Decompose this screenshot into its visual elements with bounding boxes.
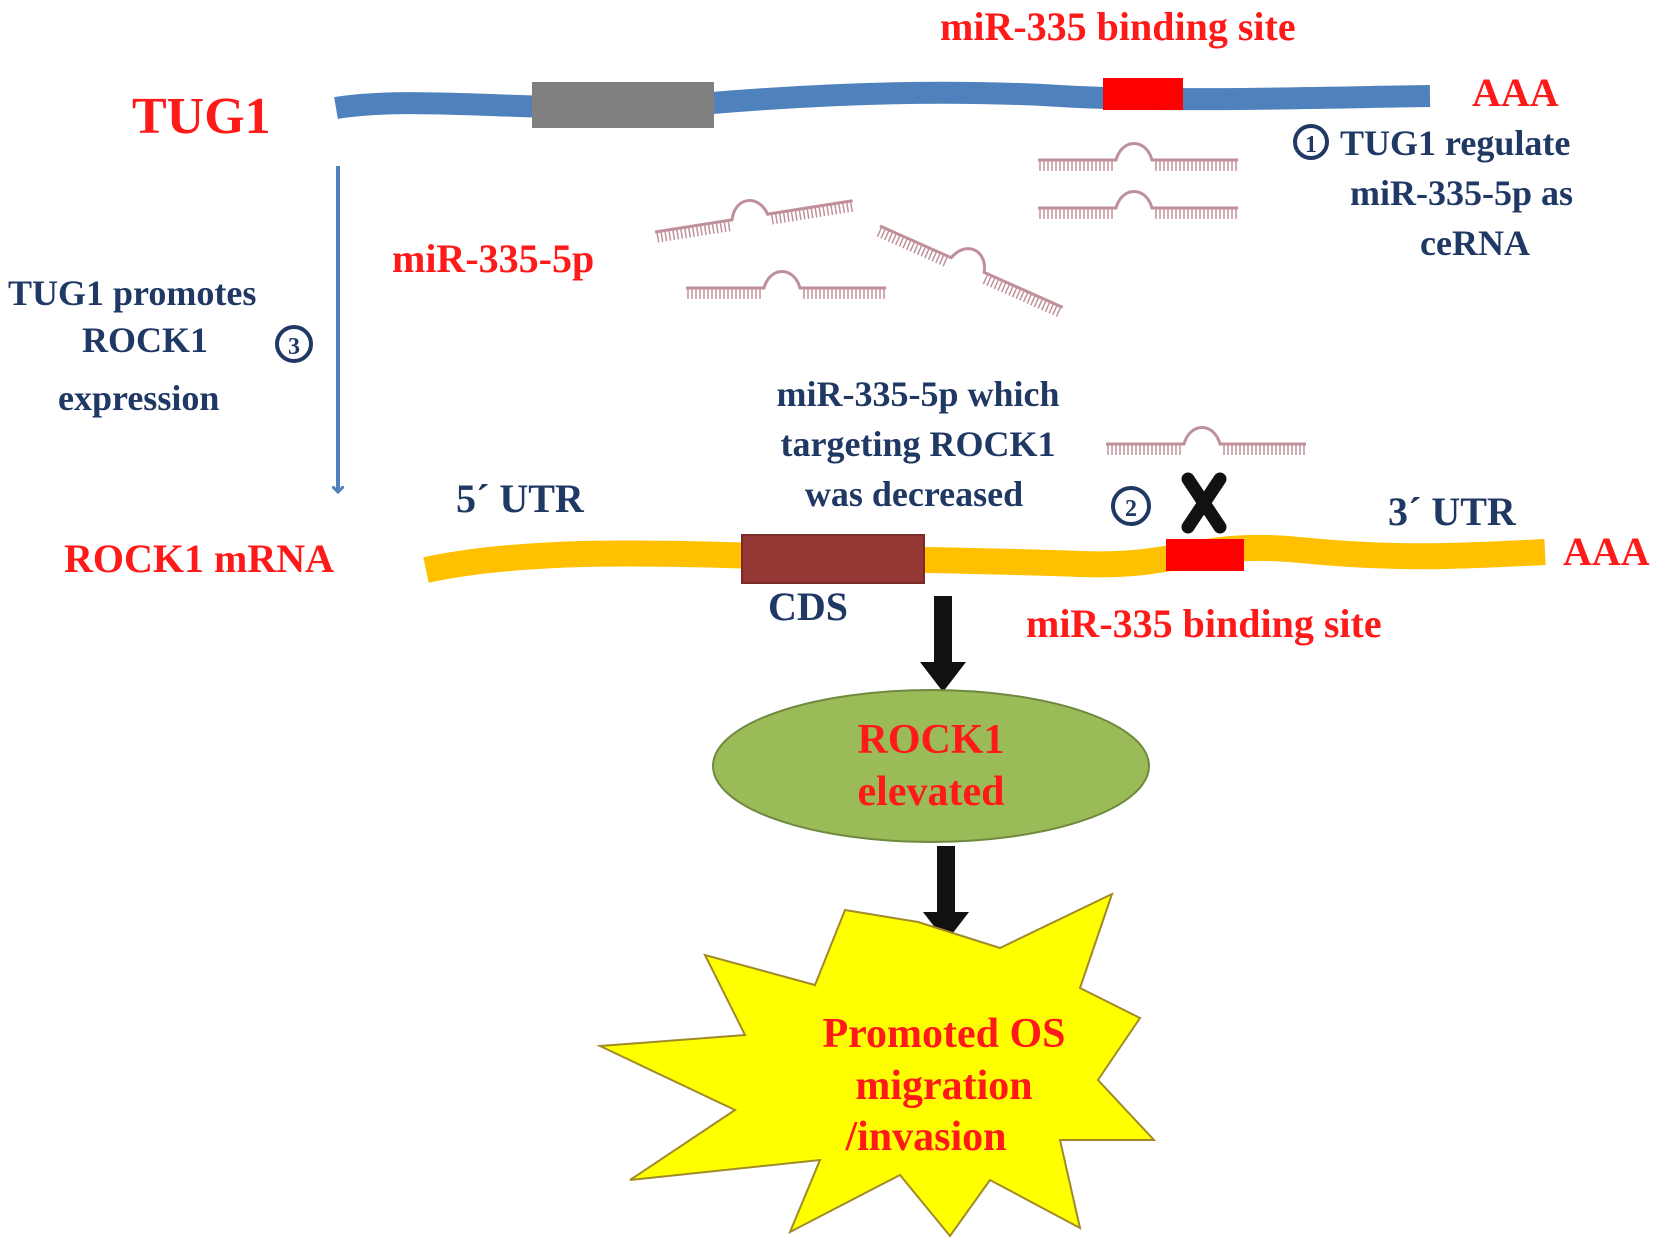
rock1-polya: AAA <box>1563 529 1650 574</box>
step3-line1: TUG1 promotes <box>8 273 256 313</box>
tug1-transcript <box>334 78 1431 128</box>
blocked-binding-x-icon <box>1181 472 1227 534</box>
step2-line1: miR-335-5p which <box>776 374 1059 414</box>
rock1-cds-box <box>741 534 925 584</box>
mirna-label: miR-335-5p <box>392 236 594 281</box>
tug1-gray-exon <box>532 82 714 128</box>
cds-to-rock1-arrow <box>920 596 966 692</box>
step1-line3: ceRNA <box>1420 223 1530 263</box>
mirna-molecule-free-3 <box>686 270 886 299</box>
rock1-elevated-ellipse <box>712 689 1150 843</box>
mirna-molecule-tug1-bound-1 <box>1038 142 1238 171</box>
step1-badge <box>1293 124 1329 160</box>
rock1-utr3-label: 3´ UTR <box>1388 489 1517 534</box>
mirna-molecules <box>654 142 1306 455</box>
rock1-elevated-line1: ROCK1 <box>858 717 1005 763</box>
tug1-title: TUG1 <box>132 88 271 145</box>
step3-badge-number: 3 <box>288 334 300 360</box>
tug1-binding-site <box>1103 78 1183 110</box>
outcome-burst-shape <box>596 892 1157 1238</box>
rock1-transcript <box>423 534 1546 584</box>
mirna-molecule-tug1-bound-2 <box>1038 190 1238 219</box>
rock1-cds-label: CDS <box>768 584 848 629</box>
step3-annotation: TUG1 promotes ROCK1 3 expression <box>8 273 313 418</box>
rock1-utr5-label: 5´ UTR <box>456 476 585 521</box>
outcome-line2: migration <box>855 1063 1032 1109</box>
step3-line2: ROCK1 <box>82 320 208 360</box>
mirna-molecule-free-1 <box>654 199 854 243</box>
rock1-elevated-line2: elevated <box>858 769 1005 815</box>
mirna-molecule-free-2 <box>876 224 1064 317</box>
step1-line2: miR-335-5p as <box>1350 173 1573 213</box>
step3-line3: expression <box>58 378 219 418</box>
outcome-line1: Promoted OS <box>822 1011 1065 1057</box>
step1-annotation: 1 TUG1 regulate miR-335-5p as ceRNA <box>1293 123 1573 263</box>
rock1-binding-site-label: miR-335 binding site <box>1026 601 1382 646</box>
step2-badge <box>1111 486 1151 526</box>
rock1-title: ROCK1 mRNA <box>64 536 334 581</box>
step2-annotation: miR-335-5p which targeting ROCK1 was dec… <box>776 374 1227 534</box>
rock1-to-outcome-arrow <box>923 846 969 942</box>
outcome-line3: /invasion <box>844 1114 1006 1160</box>
step2-badge-number: 2 <box>1125 496 1137 522</box>
step2-line2: targeting ROCK1 <box>781 424 1056 464</box>
step1-line1: TUG1 regulate <box>1340 123 1570 163</box>
step1-badge-number: 1 <box>1305 132 1317 158</box>
tug1-binding-site-label: miR-335 binding site <box>940 4 1296 49</box>
mirna-molecule-rock1-blocked <box>1106 426 1306 455</box>
step2-line3: was decreased <box>805 474 1023 514</box>
tug1-polya: AAA <box>1472 70 1559 115</box>
rock1-strand <box>423 534 1546 583</box>
tug1-strand <box>334 81 1431 119</box>
step3-badge <box>275 325 313 363</box>
rock1-binding-site <box>1166 539 1244 571</box>
